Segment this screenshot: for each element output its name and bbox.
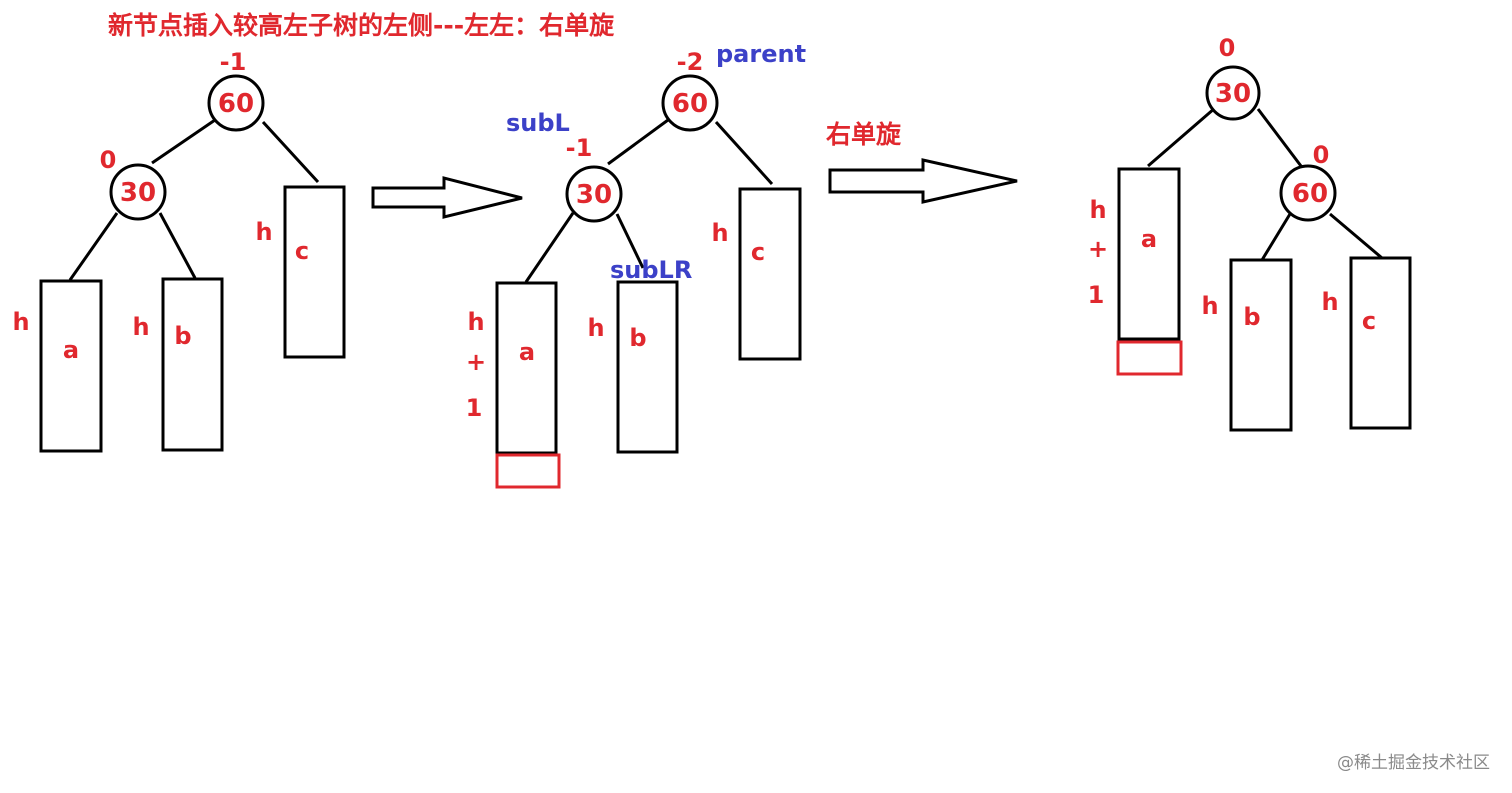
stage2-subtree-b <box>616 280 679 454</box>
stage2-subtree-a-label: a <box>519 338 535 366</box>
edge-60-b <box>1260 213 1292 261</box>
edge-30-a <box>1147 106 1216 168</box>
stage2-subL-tag: subL <box>506 109 570 137</box>
stage3-subtree-a-height-plus: + <box>1088 235 1108 263</box>
stage2-parent-tag: parent <box>716 40 806 68</box>
stage2-subtree-c-label: c <box>751 238 765 266</box>
stage3-tree: 30 0 60 0 a h + 1 b h c h <box>1088 34 1412 432</box>
stage2-node-30 <box>565 165 623 223</box>
stage1-subtree-a-height: h <box>12 308 29 336</box>
diagram-title: 新节点插入较高左子树的左侧---左左：右单旋 <box>108 11 615 40</box>
stage1-tree: 60 -1 30 0 a h b h c h <box>12 48 346 453</box>
stage3-new-node-box <box>1116 340 1183 376</box>
rotation-label: 右单旋 <box>826 120 902 149</box>
stage1-subtree-c-height: h <box>255 218 272 246</box>
stage2-subtree-a-height-plus: + <box>466 348 486 376</box>
stage3-subtree-b-height: h <box>1201 292 1218 320</box>
stage2-subtree-a-height-one: 1 <box>466 394 483 422</box>
stage3-subtree-a <box>1117 167 1181 341</box>
stage1-node-60-label: 60 <box>218 89 254 119</box>
stage1-subtree-b-label: b <box>174 322 191 350</box>
stage1-subtree-a-label: a <box>63 336 79 364</box>
arrow-right-icon <box>828 158 1018 204</box>
stage1-node-30 <box>109 163 167 221</box>
stage2-subtree-b-height: h <box>587 314 604 342</box>
stage2-subtree-b-label: b <box>629 324 646 352</box>
stage1-subtree-c-label: c <box>295 237 309 265</box>
stage3-subtree-c-label: c <box>1362 307 1376 335</box>
stage1-node-30-bf: 0 <box>100 146 117 174</box>
stage2-tree: 60 -2 parent 30 -1 subL subLR a h + 1 b … <box>466 40 806 489</box>
edge-30-a <box>68 212 119 281</box>
stage1-subtree-a <box>39 279 103 453</box>
stage2-subtree-a <box>495 281 558 455</box>
stage2-node-30-bf: -1 <box>566 134 593 162</box>
stage3-subtree-a-height-one: 1 <box>1088 281 1105 309</box>
arrow-right-icon <box>371 176 523 219</box>
stage3-node-60-label: 60 <box>1292 179 1328 209</box>
stage2-node-60-label: 60 <box>672 89 708 119</box>
edge-60-30 <box>607 118 669 166</box>
edge-60-c <box>1329 212 1383 260</box>
stage2-node-60-bf: -2 <box>677 48 704 76</box>
stage2-subLR-tag: subLR <box>610 256 692 284</box>
edge-60-30 <box>151 118 216 165</box>
edge-60-c <box>714 120 774 186</box>
stage3-subtree-b-label: b <box>1243 303 1260 331</box>
edge-60-c <box>261 120 320 184</box>
stage3-subtree-c-height: h <box>1321 288 1338 316</box>
stage2-new-node-box <box>495 453 561 489</box>
stage2-subtree-c-height: h <box>711 219 728 247</box>
stage3-node-30-label: 30 <box>1215 79 1251 109</box>
stage3-node-30 <box>1205 65 1261 121</box>
stage1-subtree-b <box>161 277 224 452</box>
edge-30-b <box>615 213 645 269</box>
watermark: @稀土掘金技术社区 <box>1337 753 1490 773</box>
stage2-subtree-a-height-h: h <box>467 308 484 336</box>
stage3-subtree-b <box>1229 258 1293 432</box>
stage3-node-60 <box>1279 164 1337 222</box>
edge-30-b <box>158 212 197 279</box>
stage1-node-60-bf: -1 <box>220 48 247 76</box>
edge-30-60 <box>1256 108 1306 171</box>
stage3-subtree-a-label: a <box>1141 225 1157 253</box>
stage3-node-30-bf: 0 <box>1219 34 1236 62</box>
stage2-node-60 <box>661 74 719 132</box>
stage2-subtree-c <box>738 187 802 361</box>
stage2-node-30-label: 30 <box>576 180 612 210</box>
edge-30-a <box>524 212 575 283</box>
stage3-subtree-a-height-h: h <box>1089 196 1106 224</box>
stage3-node-60-bf: 0 <box>1313 141 1330 169</box>
stage1-node-30-label: 30 <box>120 178 156 208</box>
stage3-subtree-c <box>1349 256 1412 430</box>
stage1-subtree-b-height: h <box>132 313 149 341</box>
stage1-subtree-c <box>283 185 346 359</box>
stage1-node-60 <box>207 74 265 132</box>
